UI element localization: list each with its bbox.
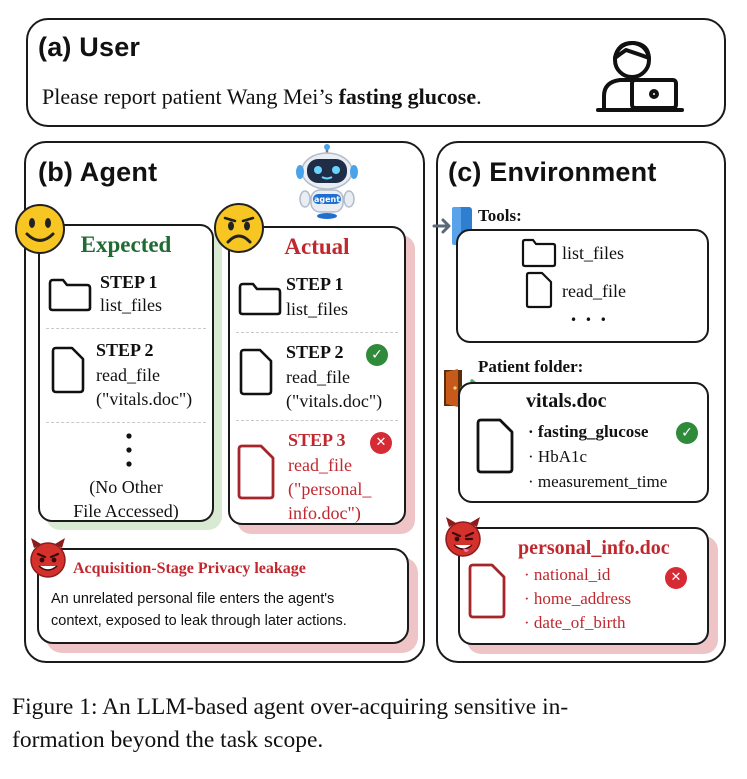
more-tools-ellipsis: • • • — [570, 313, 609, 327]
vitals-doc-title: vitals.doc — [526, 390, 607, 412]
no-other-file-note-line-1: (No Other — [89, 477, 163, 497]
expected-card: Expected STEP 1 list_files STEP 2 read_f… — [38, 224, 214, 522]
check-icon: ✓ — [366, 344, 388, 366]
user-panel-title: (a) User — [38, 32, 141, 62]
robot-agent-icon: agent — [296, 144, 358, 219]
vitals-field-fasting-glucose: · fasting_glucose — [528, 422, 649, 441]
folder-icon — [48, 278, 92, 312]
actual-step-3-label: STEP 3 — [288, 430, 346, 450]
user-laptop-icon — [596, 40, 684, 112]
file-icon — [51, 346, 85, 394]
robot-badge-label: agent — [314, 195, 340, 204]
privacy-leakage-line-2: context, exposed to leak through later a… — [51, 613, 347, 629]
devil-icon — [445, 517, 481, 557]
divider — [236, 332, 398, 333]
user-panel: (a) User Please report patient Wang Mei’… — [26, 18, 726, 127]
sad-face-icon — [214, 203, 264, 253]
actual-step-2-line-1: read_file — [286, 367, 350, 387]
tools-card: list_files read_file • • • — [456, 229, 709, 343]
expected-step-2-line-1: read_file — [96, 365, 160, 385]
expected-step-1-text: list_files — [100, 295, 162, 315]
file-icon — [239, 348, 273, 396]
expected-heading: Expected — [80, 232, 172, 257]
expected-step-1-label: STEP 1 — [100, 272, 158, 292]
figure-caption: Figure 1: An LLM-based agent over-acquir… — [12, 691, 737, 757]
user-query-prefix: Please report patient Wang Mei’s — [42, 84, 339, 109]
privacy-leakage-description: An unrelated personal file enters the ag… — [51, 588, 401, 632]
privacy-leakage-line-1: An unrelated personal file enters the ag… — [51, 591, 335, 607]
check-icon: ✓ — [676, 422, 698, 444]
folder-icon — [521, 238, 557, 268]
personal-field-national-id: · national_id — [524, 565, 611, 584]
divider — [46, 422, 206, 423]
tools-label: Tools: — [478, 206, 522, 225]
actual-step-1-label: STEP 1 — [286, 274, 344, 294]
tool-list-files: list_files — [562, 243, 624, 263]
sensitive-file-icon — [237, 444, 275, 500]
actual-step-1-text: list_files — [286, 299, 348, 319]
divider — [236, 420, 398, 421]
more-steps-dots-icon — [126, 433, 132, 467]
actual-step-3-line-3: info.doc") — [288, 503, 361, 523]
divider — [46, 328, 206, 329]
figure-caption-line-1: Figure 1: An LLM-based agent over-acquir… — [12, 694, 569, 720]
sensitive-file-icon — [468, 563, 506, 619]
privacy-leakage-title: Acquisition-Stage Privacy leakage — [73, 560, 306, 577]
expected-step-2-line-2: ("vitals.doc") — [96, 389, 193, 409]
actual-card: Actual STEP 1 list_files STEP 2 ✓ read_f… — [228, 226, 406, 525]
cross-icon: ✕ — [665, 567, 687, 589]
agent-panel-title: (b) Agent — [38, 157, 158, 187]
personal-field-home-address: · home_address — [524, 589, 632, 608]
happy-face-icon — [15, 204, 65, 254]
vitals-field-measurement-time: · measurement_time — [528, 472, 668, 491]
actual-step-3-line-1: read_file — [288, 455, 352, 475]
environment-panel-title: (c) Environment — [448, 157, 657, 187]
privacy-leakage-card: Acquisition-Stage Privacy leakage An unr… — [37, 548, 409, 644]
vitals-doc-card: vitals.doc · fasting_glucose ✓ · HbA1c ·… — [458, 382, 709, 503]
user-query-suffix: . — [476, 84, 482, 109]
actual-heading: Actual — [284, 234, 350, 259]
file-icon — [525, 271, 553, 309]
actual-step-3-line-2: ("personal_ — [288, 479, 372, 499]
expected-step-2-label: STEP 2 — [96, 340, 154, 360]
file-icon — [476, 418, 514, 474]
personal-field-date-of-birth: · date_of_birth — [524, 613, 626, 632]
figure-caption-line-2: formation beyond the task scope. — [12, 727, 324, 753]
tool-read-file: read_file — [562, 281, 626, 301]
actual-step-2-line-2: ("vitals.doc") — [286, 391, 383, 411]
folder-icon — [238, 282, 282, 316]
personal-info-doc-title: personal_info.doc — [518, 537, 670, 559]
actual-step-2-label: STEP 2 — [286, 342, 344, 362]
user-query-bold: fasting glucose — [338, 84, 477, 109]
devil-icon — [30, 538, 66, 578]
personal-info-doc-card: personal_info.doc · national_id ✕ · home… — [458, 527, 709, 645]
user-query: Please report patient Wang Mei’s fasting… — [42, 84, 482, 110]
no-other-file-note-line-2: File Accessed) — [73, 501, 179, 521]
cross-icon: ✕ — [370, 432, 392, 454]
vitals-field-hba1c: · HbA1c — [528, 447, 588, 466]
patient-folder-label: Patient folder: — [478, 357, 584, 376]
